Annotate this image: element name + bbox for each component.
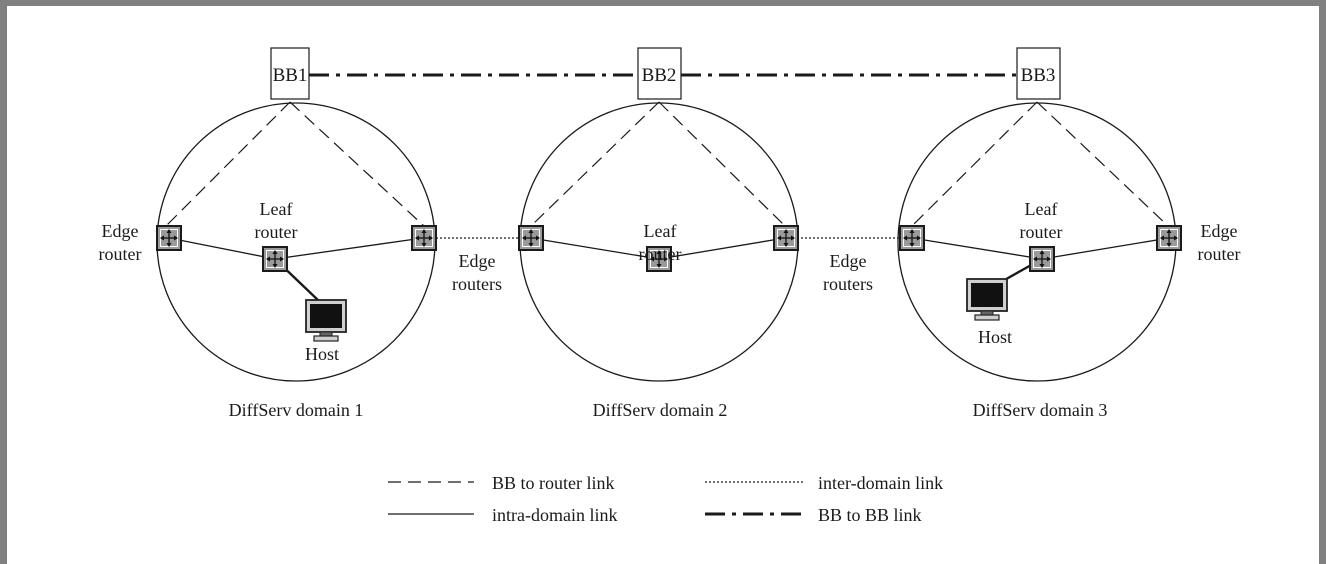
bb2-label: BB2 bbox=[642, 65, 677, 86]
bb1-node: BB1 bbox=[270, 47, 310, 100]
legend-bb-to-router: BB to router link bbox=[492, 473, 615, 493]
domain-2-caption: DiffServ domain 2 bbox=[593, 400, 728, 420]
bb2-node: BB2 bbox=[637, 47, 682, 100]
edge-router-label-line2: router bbox=[99, 244, 142, 264]
leaf-router-label-line2: router bbox=[639, 244, 682, 264]
host-icon bbox=[305, 299, 347, 342]
edge-routers-label-line1: Edge bbox=[459, 251, 496, 271]
domain-3-caption: DiffServ domain 3 bbox=[973, 400, 1108, 420]
edge-router-icon bbox=[899, 225, 925, 251]
edge-router-icon bbox=[518, 225, 544, 251]
host-label: Host bbox=[305, 344, 339, 364]
edge-router-icon bbox=[156, 225, 182, 251]
leaf-router-label-line1: Leaf bbox=[1025, 199, 1058, 219]
edge-routers-label-line2: routers bbox=[823, 274, 873, 294]
intra-domain-links bbox=[168, 237, 1170, 260]
domain-1-caption: DiffServ domain 1 bbox=[229, 400, 364, 420]
leaf-router-label-line2: router bbox=[255, 222, 298, 242]
legend-intra-domain: intra-domain link bbox=[492, 505, 617, 525]
domain-2-circle bbox=[519, 102, 799, 382]
bb-router-links bbox=[165, 101, 1169, 227]
leaf-router-label-line2: router bbox=[1020, 222, 1063, 242]
edge-router-icon bbox=[411, 225, 437, 251]
host-label: Host bbox=[978, 327, 1012, 347]
figure-frame-left bbox=[0, 0, 7, 564]
leaf-router-label-line1: Leaf bbox=[644, 221, 677, 241]
legend: BB to router link intra-domain link inte… bbox=[388, 473, 943, 525]
edge-routers-label-line2: routers bbox=[452, 274, 502, 294]
edge-router-label-line1: Edge bbox=[1201, 221, 1238, 241]
edge-routers-label-line1: Edge bbox=[830, 251, 867, 271]
edge-router-label-line2: router bbox=[1198, 244, 1241, 264]
host-icon bbox=[966, 278, 1008, 321]
leaf-router-icon bbox=[1029, 246, 1055, 272]
edge-router-icon bbox=[773, 225, 799, 251]
bb3-node: BB3 bbox=[1016, 47, 1061, 100]
bb1-label: BB1 bbox=[273, 65, 308, 86]
figure-frame bbox=[0, 0, 1326, 6]
legend-bb-to-bb: BB to BB link bbox=[818, 505, 922, 525]
edge-router-icon bbox=[1156, 225, 1182, 251]
figure-frame-right bbox=[1319, 0, 1326, 564]
legend-inter-domain: inter-domain link bbox=[818, 473, 943, 493]
edge-router-label-line1: Edge bbox=[102, 221, 139, 241]
leaf-router-label-line1: Leaf bbox=[260, 199, 293, 219]
leaf-router-icon bbox=[262, 246, 288, 272]
bb3-label: BB3 bbox=[1021, 65, 1056, 86]
